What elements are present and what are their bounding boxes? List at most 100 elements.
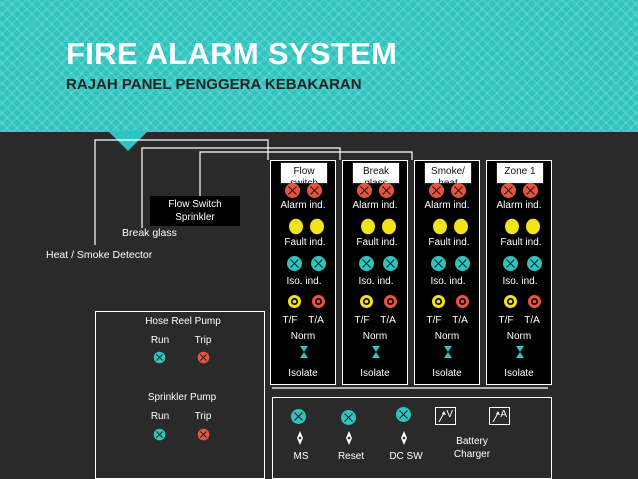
ms-lamp-icon bbox=[290, 408, 307, 430]
flow-switch-tf-label: T/F bbox=[282, 315, 298, 326]
smoke-heat-ta-label: T/A bbox=[452, 315, 468, 326]
flow-switch-alarm-lamp-2-icon bbox=[306, 182, 323, 204]
flow-switch-norm-label: Norm bbox=[290, 331, 316, 342]
control-panel bbox=[272, 397, 552, 479]
flow-switch-fault-lamp-2-icon bbox=[309, 218, 325, 240]
smoke-heat-fault-label: Fault ind. bbox=[428, 237, 470, 248]
smoke-heat-iso-lamp-1-icon bbox=[430, 255, 447, 277]
hose-reel-trip-label: Trip bbox=[194, 335, 212, 346]
hose-reel-run-lamp-icon bbox=[153, 351, 166, 369]
smoke-heat-tf-lamp-icon bbox=[431, 294, 446, 314]
zone-1-alarm-label: Alarm ind. bbox=[496, 200, 542, 211]
break-glass-alarm-lamp-1-icon bbox=[356, 182, 373, 204]
reset-label: Reset bbox=[337, 451, 365, 462]
hose-reel-trip-lamp-icon bbox=[197, 351, 210, 369]
flow-switch-iso-label: Iso. ind. bbox=[286, 276, 322, 287]
smoke-heat-ta-lamp-icon bbox=[455, 294, 470, 314]
zone-1-isolate-switch-icon[interactable] bbox=[515, 345, 525, 364]
flow-switch-ta-lamp-icon bbox=[311, 294, 326, 314]
flow-switch-iso-lamp-2-icon bbox=[310, 255, 327, 277]
break-glass-fault-lamp-1-icon bbox=[360, 218, 376, 240]
dcsw-key-switch-icon[interactable] bbox=[400, 430, 408, 451]
wire-heat-smoke bbox=[94, 139, 269, 245]
flow-switch-iso-lamp-1-icon bbox=[286, 255, 303, 277]
zone-1-fault-lamp-2-icon bbox=[525, 218, 541, 240]
smoke-heat-alarm-label: Alarm ind. bbox=[424, 200, 470, 211]
break-glass-iso-label: Iso. ind. bbox=[358, 276, 394, 287]
smoke-heat-tf-label: T/F bbox=[426, 315, 442, 326]
break-glass-alarm-lamp-2-icon bbox=[378, 182, 395, 204]
zone-column-break-glass bbox=[342, 160, 408, 385]
zone-header-flow-switch: Flow switch bbox=[280, 162, 328, 184]
ammeter-label: A bbox=[500, 409, 507, 420]
reset-key-switch-icon[interactable] bbox=[345, 430, 353, 451]
smoke-heat-isolate-switch-icon[interactable] bbox=[443, 345, 453, 364]
wire-flow-switch bbox=[199, 151, 413, 196]
zone-1-ta-lamp-icon bbox=[527, 294, 542, 314]
voltmeter-label: V bbox=[446, 409, 453, 420]
zone-1-fault-label: Fault ind. bbox=[500, 237, 542, 248]
smoke-heat-alarm-lamp-2-icon bbox=[450, 182, 467, 204]
wire-break-glass bbox=[141, 147, 341, 228]
zone-1-alarm-lamp-1-icon bbox=[500, 182, 517, 204]
battery-charger-label: Battery Charger bbox=[453, 436, 491, 460]
zone-1-alarm-lamp-2-icon bbox=[522, 182, 539, 204]
zone-header-zone-1: Zone 1 bbox=[496, 162, 544, 184]
zone-1-fault-lamp-1-icon bbox=[504, 218, 520, 240]
flow-switch-fault-lamp-1-icon bbox=[288, 218, 304, 240]
flow-switch-fault-label: Fault ind. bbox=[284, 237, 326, 248]
smoke-heat-iso-label: Iso. ind. bbox=[430, 276, 466, 287]
zone-1-tf-lamp-icon bbox=[503, 294, 518, 314]
header-pointer bbox=[108, 131, 148, 151]
hose-reel-pump-title: Hose Reel Pump bbox=[145, 316, 221, 327]
sprinkler-trip-label: Trip bbox=[194, 411, 212, 422]
dcsw-label: DC SW bbox=[389, 451, 423, 462]
break-glass-alarm-label: Alarm ind. bbox=[352, 200, 398, 211]
smoke-heat-isolate-label: Isolate bbox=[432, 368, 462, 379]
flow-switch-label: Flow Switch Sprinkler bbox=[168, 199, 222, 223]
break-glass-tf-lamp-icon bbox=[359, 294, 374, 314]
smoke-heat-fault-lamp-1-icon bbox=[432, 218, 448, 240]
voltmeter-icon: V bbox=[435, 407, 456, 425]
zone-1-iso-label: Iso. ind. bbox=[502, 276, 538, 287]
zone-1-iso-lamp-1-icon bbox=[502, 255, 519, 277]
sprinkler-run-label: Run bbox=[150, 411, 170, 422]
flow-switch-ta-label: T/A bbox=[308, 315, 324, 326]
zone-header-smoke-heat: Smoke/ heat bbox=[424, 162, 472, 184]
sprinkler-trip-lamp-icon bbox=[197, 428, 210, 446]
ammeter-icon: A bbox=[489, 407, 510, 425]
zone-1-norm-label: Norm bbox=[506, 331, 532, 342]
break-glass-iso-lamp-2-icon bbox=[382, 255, 399, 277]
zone-1-iso-lamp-2-icon bbox=[526, 255, 543, 277]
flow-switch-tf-lamp-icon bbox=[287, 294, 302, 314]
break-glass-fault-label: Fault ind. bbox=[356, 237, 398, 248]
flow-switch-alarm-label: Alarm ind. bbox=[280, 200, 326, 211]
smoke-heat-alarm-lamp-1-icon bbox=[428, 182, 445, 204]
smoke-heat-norm-label: Norm bbox=[434, 331, 460, 342]
dcsw-lamp-icon bbox=[395, 406, 412, 428]
flow-switch-isolate-label: Isolate bbox=[288, 368, 318, 379]
break-glass-norm-label: Norm bbox=[362, 331, 388, 342]
flow-switch-sprinkler-box: Flow Switch Sprinkler bbox=[150, 196, 240, 226]
break-glass-iso-lamp-1-icon bbox=[358, 255, 375, 277]
ms-label: MS bbox=[293, 451, 309, 462]
zone-1-ta-label: T/A bbox=[524, 315, 540, 326]
smoke-heat-fault-lamp-2-icon bbox=[453, 218, 469, 240]
smoke-heat-iso-lamp-2-icon bbox=[454, 255, 471, 277]
hose-reel-run-label: Run bbox=[150, 335, 170, 346]
break-glass-label: Break glass bbox=[122, 227, 177, 239]
flow-switch-alarm-lamp-1-icon bbox=[284, 182, 301, 204]
break-glass-ta-lamp-icon bbox=[383, 294, 398, 314]
break-glass-isolate-label: Isolate bbox=[360, 368, 390, 379]
page-title: FIRE ALARM SYSTEM bbox=[66, 36, 398, 71]
break-glass-tf-label: T/F bbox=[354, 315, 370, 326]
ms-key-switch-icon[interactable] bbox=[296, 430, 304, 451]
reset-lamp-icon bbox=[340, 409, 357, 431]
header-banner: FIRE ALARM SYSTEM RAJAH PANEL PENGGERA K… bbox=[0, 0, 638, 132]
break-glass-isolate-switch-icon[interactable] bbox=[371, 345, 381, 364]
flow-switch-isolate-switch-icon[interactable] bbox=[299, 345, 309, 364]
break-glass-fault-lamp-2-icon bbox=[381, 218, 397, 240]
sprinkler-pump-title: Sprinkler Pump bbox=[147, 392, 217, 403]
